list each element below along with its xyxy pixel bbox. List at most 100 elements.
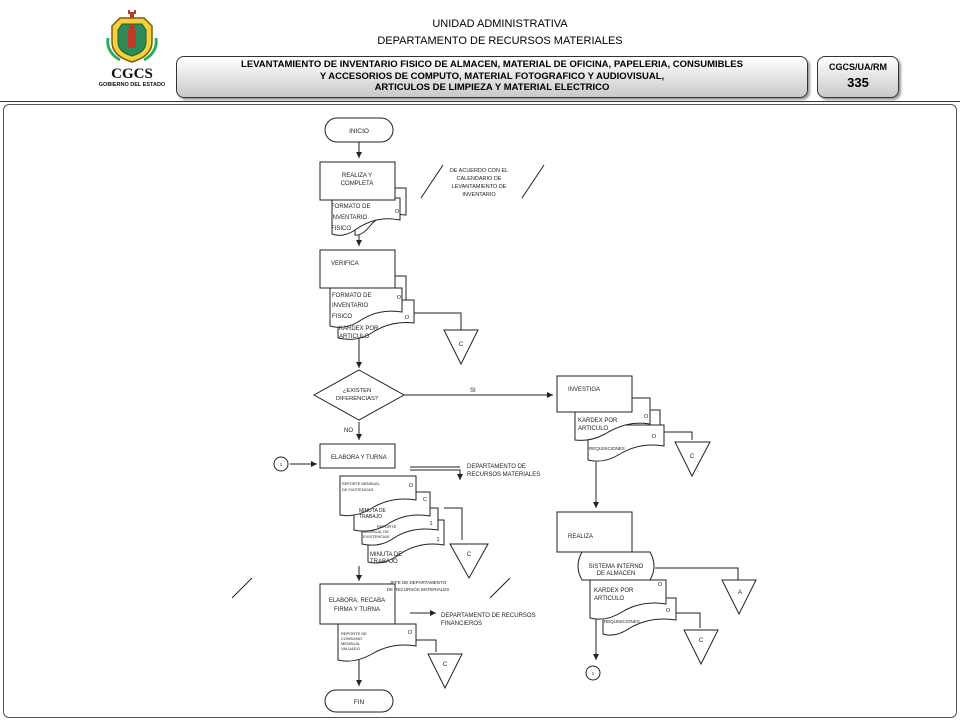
doc2-line3: FISICO: [332, 314, 352, 320]
decision-line1: ¿EXISTEN: [343, 388, 371, 394]
doc9-line2: TRABAJO: [370, 559, 398, 565]
step-realiza: REALIZA SISTEMA INTERNO DE ALMACEN KARDE…: [556, 511, 677, 636]
note3-line1: JEFE DE DEPARTAMENTO: [390, 580, 447, 585]
end-label: FIN: [354, 699, 365, 706]
step-realiza-completa: REALIZA Y COMPLETA FORMATO DE INVENTARIO…: [319, 161, 407, 236]
step1-line2: COMPLETA: [341, 181, 374, 187]
note4-line2: FINANCIEROS: [441, 621, 482, 627]
archive5-label: C: [443, 662, 448, 668]
step6-line2: FIRMA Y TURNA: [334, 607, 380, 613]
doc2-line1: FORMATO DE: [332, 293, 371, 299]
logo-sub-text: GOBIERNO DEL ESTADO: [99, 82, 166, 88]
doc6-line2: DE EXISTENCIAS: [342, 488, 374, 492]
doc7-line2: TRABAJO: [359, 514, 382, 520]
note3-line2: DE RECURSOS MATERIALES: [387, 587, 449, 592]
doc11-line1: KARDEX POR: [594, 588, 634, 594]
step2-label: VERIFICA: [331, 261, 359, 267]
diagram-frame: [3, 104, 957, 718]
step-elabora-turna: ELABORA Y TURNA REPORTE MENSUAL DE EXIST…: [319, 443, 445, 565]
doc4-line1: KARDEX POR: [578, 418, 618, 424]
connector-out-label: 1: [592, 671, 595, 676]
doc3-line1: KARDEX POR: [339, 326, 379, 332]
archive-realiza-c: C: [683, 629, 719, 666]
no-label: NO: [344, 428, 353, 434]
doc5-copy: O: [652, 434, 657, 440]
doc13-line4: VALUADO: [341, 646, 360, 651]
note4-line1: DEPARTAMENTO DE RECURSOS: [441, 613, 536, 619]
archive-elabora: C: [449, 543, 489, 580]
note-recursos-materiales: DEPARTAMENTO DE RECURSOS MATERIALES: [467, 464, 540, 478]
unit-title: UNIDAD ADMINISTRATIVA: [432, 18, 568, 30]
step-investiga: INVESTIGA KARDEX POR ARTICULO REQUISICIO…: [556, 375, 665, 462]
doc13-line2: CONSUMO: [341, 636, 362, 641]
doc1-line2: INVENTARIO: [331, 215, 368, 221]
procedure-line-3: ARTICULOS DE LIMPIEZA Y MATERIAL ELECTRI…: [374, 82, 610, 93]
doc7-copy: C: [423, 497, 427, 503]
doc6-copy: O: [409, 483, 414, 489]
header-divider: [0, 101, 960, 102]
archive3-label: C: [467, 552, 472, 558]
doc10-line2: DE ALMACEN: [597, 571, 636, 577]
archive-verifica: C: [443, 329, 479, 366]
doc1-copy: O: [395, 209, 400, 215]
doc8-line2: MENSUAL DE: [363, 529, 389, 534]
archive2-label: C: [690, 454, 695, 460]
doc11-copy: O: [658, 582, 663, 588]
doc5-label: REQUISICIONES: [589, 446, 625, 451]
connector-in: 1: [273, 456, 289, 472]
end-terminator: FIN: [324, 689, 394, 713]
procedure-line-2: Y ACCESORIOS DE COMPUTO, MATERIAL FOTOGR…: [319, 70, 665, 82]
doc13-line1: REPORTE DE: [341, 631, 367, 636]
archive4-label: C: [699, 638, 704, 644]
note1-line2: CALENDARIO DE: [457, 176, 502, 182]
doc7-line1: MINUTA DE: [359, 508, 387, 514]
archive-investiga: C: [674, 441, 711, 478]
doc8-line1: REPORTE: [377, 524, 397, 529]
note1-line4: INVENTARIO: [462, 192, 496, 198]
step1-line1: REALIZA Y: [342, 173, 372, 179]
doc9-copy: 1: [436, 537, 439, 543]
doc12-copy: O: [666, 608, 671, 614]
doc3-line2: ARTICULO: [339, 334, 370, 340]
note2-line2: RECURSOS MATERIALES: [467, 472, 540, 478]
doc13-copy: O: [408, 630, 413, 636]
step-elabora-recaba: ELABORA, RECABA FIRMA Y TURNA REPORTE DE…: [319, 583, 417, 662]
doc4-copy: O: [644, 414, 649, 420]
archive1-label: C: [459, 342, 464, 348]
start-terminator: INICIO: [324, 117, 394, 143]
doc2-line2: INVENTARIO: [332, 303, 369, 309]
archive-realiza-a: A: [721, 579, 757, 616]
step6-line1: ELABORA, RECABA: [329, 598, 385, 604]
doc4-line2: ARTICULO: [578, 426, 609, 432]
note2-line1: DEPARTAMENTO DE: [467, 464, 526, 470]
yes-label: SI: [470, 388, 476, 394]
connector-out: 1: [585, 665, 601, 681]
doc6-line1: REPORTE MENSUAL: [342, 482, 380, 486]
note-calendar: DE ACUERDO CON EL CALENDARIO DE LEVANTAM…: [420, 164, 545, 199]
step3-label: INVESTIGA: [568, 387, 600, 393]
doc1-line3: FISICO: [331, 226, 351, 232]
procedure-code: CGCS/UA/RM: [829, 62, 887, 72]
doc8-line3: EXISTENCIAS: [363, 534, 390, 539]
start-label: INICIO: [349, 128, 369, 135]
doc3-copy: O: [405, 315, 410, 321]
archive-a-label: A: [738, 590, 742, 596]
step4-label: ELABORA Y TURNA: [331, 455, 387, 461]
state-logo: CGCS GOBIERNO DEL ESTADO: [99, 10, 166, 88]
decision-line2: DIFERENCIAS?: [336, 396, 379, 402]
note1-line1: DE ACUERDO CON EL: [450, 168, 508, 174]
archive-elabora-recaba: C: [427, 653, 463, 690]
doc2-copy: O: [397, 295, 402, 301]
doc8-copy: 1: [429, 521, 432, 527]
procedure-line-1: LEVANTAMIENTO DE INVENTARIO FISICO DE AL…: [241, 59, 743, 70]
note1-line3: LEVANTAMIENTO DE: [452, 184, 507, 190]
step5-label: REALIZA: [568, 534, 593, 540]
note-recursos-financieros: DEPARTAMENTO DE RECURSOS FINANCIEROS: [441, 613, 536, 627]
doc9-line1: MINUTA DE: [370, 552, 402, 558]
doc1-line1: FORMATO DE: [331, 204, 370, 210]
logo-org-text: CGCS: [111, 66, 153, 82]
doc12-label: REQUISICIONES: [604, 619, 640, 624]
note-jefe-departamento: JEFE DE DEPARTAMENTO DE RECURSOS MATERIA…: [231, 577, 511, 599]
doc13-line3: MENSUAL: [341, 641, 361, 646]
